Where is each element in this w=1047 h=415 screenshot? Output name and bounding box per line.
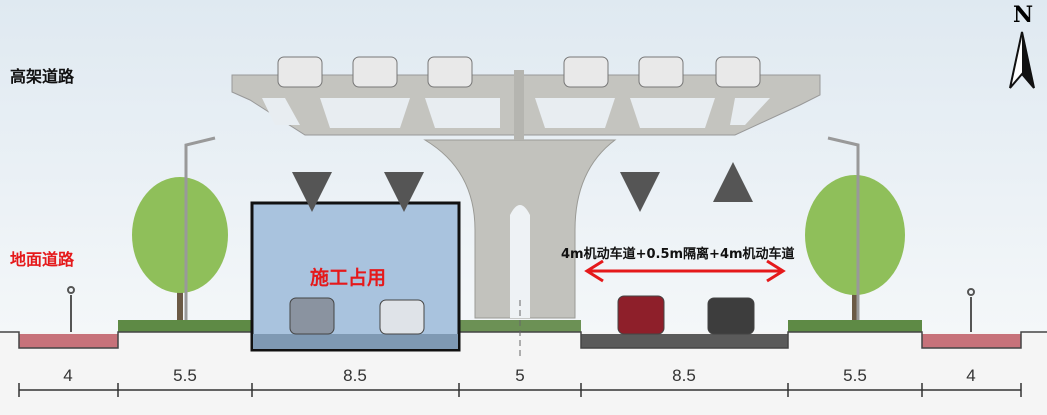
green-belt-left	[118, 320, 252, 332]
dimension-sidewalk-left: 4	[63, 366, 73, 385]
dimension-green-right: 5.5	[843, 366, 867, 385]
cyclist-right	[967, 288, 975, 332]
tree-left	[132, 177, 228, 322]
cyclist-left	[67, 286, 75, 332]
lane-spec-label: 4m机动车道+0.5m隔离+4m机动车道	[561, 247, 795, 262]
car-ground	[707, 297, 755, 335]
sidewalk-left	[19, 334, 118, 348]
car-elevated	[638, 56, 684, 88]
pier-opening	[510, 205, 530, 318]
construction-road	[253, 334, 458, 349]
sidewalk-right	[922, 334, 1021, 348]
car-ground	[617, 295, 665, 335]
ground-profile-line	[0, 331, 1047, 349]
car-elevated	[427, 56, 473, 88]
ground	[0, 332, 1047, 415]
dimension-line	[18, 383, 1022, 397]
dimension-road-right: 8.5	[672, 366, 696, 385]
lane-width-double-arrow	[584, 259, 786, 283]
tree-right	[805, 175, 905, 322]
dimension-road-left: 8.5	[343, 366, 367, 385]
north-label: N	[1013, 2, 1034, 28]
car-ground	[289, 297, 335, 335]
car-elevated	[352, 56, 398, 88]
dimension-green-left: 5.5	[173, 366, 197, 385]
car-elevated	[563, 56, 609, 88]
street-lamp-left	[184, 136, 216, 322]
elevated-road-label: 高架道路	[10, 67, 75, 86]
construction-zone	[250, 201, 461, 352]
north-arrow-icon	[1009, 31, 1035, 89]
ground-road-label: 地面道路	[10, 250, 75, 269]
car-elevated	[277, 56, 323, 88]
road-right	[581, 334, 788, 348]
car-elevated	[715, 56, 761, 88]
dimension-sidewalk-right: 4	[966, 366, 976, 385]
elevated-deck	[231, 70, 821, 140]
dimension-median: 5	[515, 366, 525, 385]
green-belt-right	[788, 320, 922, 332]
construction-label: 施工占用	[310, 267, 387, 289]
street-lamp-right	[827, 136, 860, 322]
car-ground	[379, 299, 425, 335]
